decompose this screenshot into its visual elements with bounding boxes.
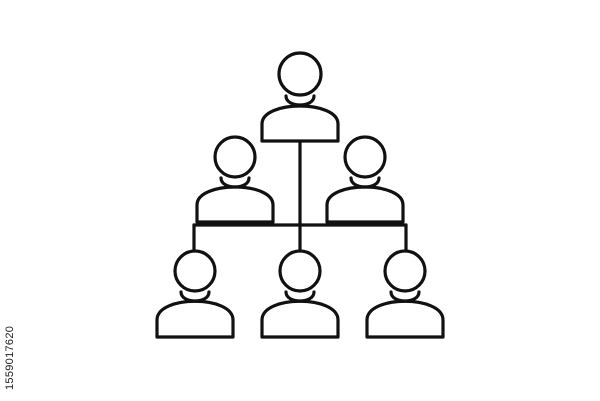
hierarchy-connectors bbox=[192, 139, 408, 254]
person-bottom-left-icon bbox=[155, 249, 235, 339]
person-top-icon bbox=[260, 51, 340, 143]
person-middle-left-icon bbox=[195, 135, 275, 224]
person-middle-right-icon bbox=[325, 135, 405, 224]
stock-image-id: 1559017620 bbox=[4, 325, 16, 390]
person-bottom-center-icon bbox=[260, 249, 340, 339]
person-bottom-right-icon bbox=[365, 249, 445, 339]
